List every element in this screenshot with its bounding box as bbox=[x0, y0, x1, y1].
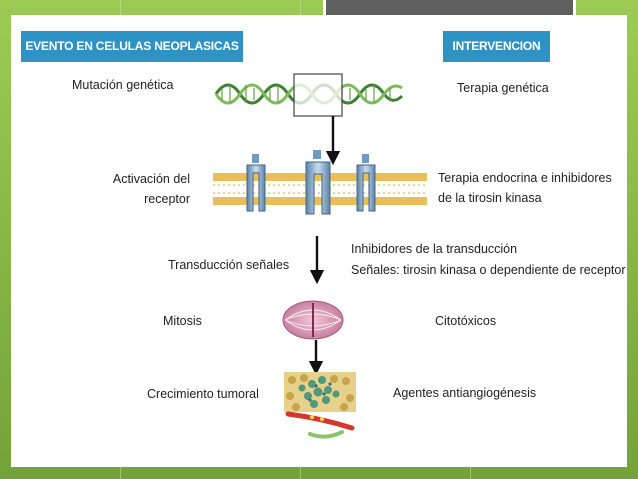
event-activation-line2: receptor bbox=[144, 192, 190, 206]
slide-title-tab bbox=[323, 0, 576, 15]
intervention-endocrine-line1: Terapia endocrina e inhibidores bbox=[438, 171, 612, 185]
event-mitosis: Mitosis bbox=[163, 314, 202, 328]
event-mutation: Mutación genética bbox=[72, 78, 174, 92]
tumor-tissue-icon bbox=[284, 372, 356, 439]
event-activation-line1: Activación del bbox=[112, 172, 190, 186]
intervention-gene-therapy: Terapia genética bbox=[457, 81, 549, 95]
intervention-cytotoxic: Citotóxicos bbox=[435, 314, 497, 328]
intervention-antiangiogenic: Agentes antiangiogénesis bbox=[393, 386, 537, 400]
mitotic-spindle-icon bbox=[282, 300, 344, 340]
intervention-transduction-line1: Inhibidores de la transducción bbox=[351, 242, 518, 256]
event-growth: Crecimiento tumoral bbox=[147, 387, 259, 401]
cell-membrane-icon bbox=[213, 150, 427, 215]
dna-helix-icon bbox=[214, 73, 404, 117]
event-transduction: Transducción señales bbox=[168, 258, 290, 272]
header-intervention: INTERVENCION bbox=[443, 31, 550, 62]
intervention-endocrine-line2: de la tirosin kinasa bbox=[438, 191, 542, 205]
intervention-transduction-line2: Señales: tirosin kinasa o dependiente de… bbox=[351, 263, 626, 277]
header-events: EVENTO EN CELULAS NEOPLASICAS bbox=[21, 31, 243, 62]
